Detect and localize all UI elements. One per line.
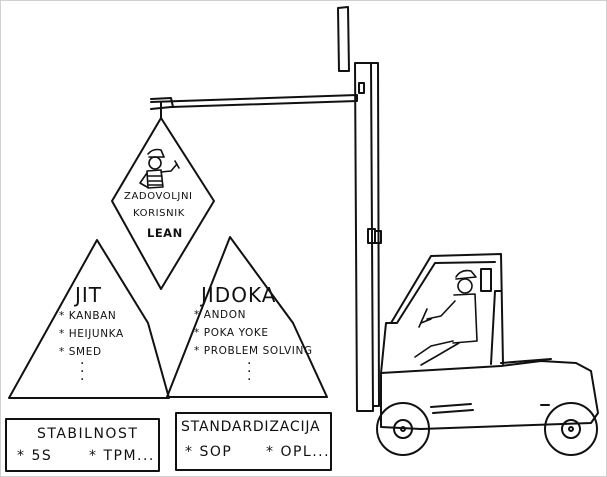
standardizacija-box bbox=[175, 412, 332, 471]
stabilnost-box bbox=[5, 418, 160, 472]
jidoka-dot-2: · bbox=[247, 364, 252, 380]
jit-item-3: * SMED bbox=[59, 346, 102, 358]
top-line-1: ZADOVOLJNI bbox=[124, 191, 193, 202]
standardizacija-item-2: * OPL... bbox=[266, 444, 331, 460]
jidoka-dot-3: · bbox=[247, 372, 252, 388]
jidoka-item-1: * ANDON bbox=[194, 309, 247, 321]
top-diamond bbox=[111, 117, 215, 290]
jit-title: JIT bbox=[75, 283, 103, 307]
stabilnost-item-1: * 5S bbox=[17, 448, 53, 464]
jit-item-1: * KANBAN bbox=[59, 310, 117, 322]
top-line-2: KORISNIK bbox=[133, 208, 185, 219]
jit-dot-2: · bbox=[80, 364, 85, 380]
jidoka-item-3: * PROBLEM SOLVING bbox=[194, 345, 313, 357]
forklift-fork bbox=[150, 94, 358, 120]
forklift-driver bbox=[414, 269, 478, 366]
jit-dot-3: · bbox=[80, 372, 85, 388]
top-line-3: LEAN bbox=[147, 226, 183, 240]
forklift-mast bbox=[337, 6, 382, 412]
jidoka-dot-1: · bbox=[247, 356, 252, 372]
stabilnost-item-2: * TPM... bbox=[89, 448, 155, 464]
standardizacija-title: STANDARDIZACIJA bbox=[181, 419, 321, 435]
worker-figure bbox=[139, 148, 180, 189]
jidoka-triangle bbox=[166, 236, 328, 398]
forklift-wheels bbox=[376, 402, 598, 456]
jidoka-item-2: * POKA YOKE bbox=[194, 327, 269, 339]
standardizacija-item-1: * SOP bbox=[185, 444, 233, 460]
jit-dot-1: · bbox=[80, 356, 85, 372]
jidoka-title: JIDOKA bbox=[201, 283, 277, 307]
jit-item-2: * HEIJUNKA bbox=[59, 328, 124, 340]
stabilnost-title: STABILNOST bbox=[37, 426, 139, 442]
